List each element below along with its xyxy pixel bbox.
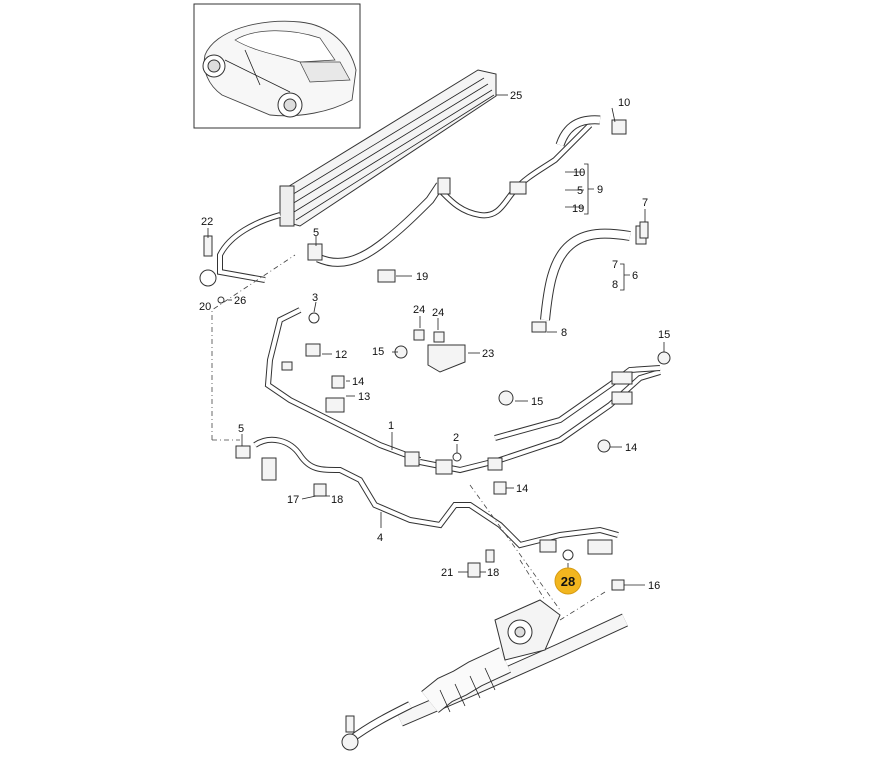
callout-14-top: 14 — [352, 376, 364, 388]
hardware — [199, 119, 671, 591]
main-lines — [253, 307, 661, 555]
callout-3: 3 — [312, 292, 318, 304]
cooler-hoses — [217, 115, 601, 283]
callout-15-left: 15 — [372, 346, 384, 358]
callout-4: 4 — [377, 532, 383, 544]
callout-24-left: 24 — [413, 304, 425, 316]
callout-labels: 25 10 10 5 19 9 7 7 8 6 8 22 5 19 20 26 … — [199, 90, 670, 592]
callout-5-bottom: 5 — [238, 423, 244, 435]
callout-10-top: 10 — [618, 97, 630, 109]
callout-20: 20 — [199, 301, 211, 313]
callout-22: 22 — [201, 216, 213, 228]
reference-lines — [211, 254, 606, 621]
leader-lines — [207, 94, 665, 586]
steering-rack — [341, 599, 628, 751]
callout-17: 17 — [287, 494, 299, 506]
callout-28: 28 — [561, 574, 575, 589]
callout-18-bottom: 18 — [487, 567, 499, 579]
callout-16: 16 — [648, 580, 660, 592]
callout-15-right: 15 — [658, 329, 670, 341]
callout-19: 19 — [416, 271, 428, 283]
callout-5-left: 5 — [313, 227, 319, 239]
callout-18-left: 18 — [331, 494, 343, 506]
callout-26: 26 — [234, 295, 246, 307]
hose-6 — [531, 225, 647, 333]
callout-7-group: 7 — [612, 259, 618, 271]
callout-24-right: 24 — [432, 307, 444, 319]
callout-9: 9 — [597, 184, 603, 196]
oil-cooler — [279, 69, 497, 227]
highlight-badge — [554, 567, 582, 595]
callout-19-group: 19 — [572, 203, 584, 215]
callout-5-group: 5 — [577, 185, 583, 197]
callout-8: 8 — [561, 327, 567, 339]
callout-28-highlight[interactable]: 28 — [554, 567, 582, 595]
callout-13: 13 — [358, 391, 370, 403]
callout-7-top: 7 — [642, 197, 648, 209]
callout-8-group: 8 — [612, 279, 618, 291]
callout-21: 21 — [441, 567, 453, 579]
callout-14-right: 14 — [625, 442, 637, 454]
callout-1: 1 — [388, 420, 394, 432]
callout-2: 2 — [453, 432, 459, 444]
callout-14-mid: 14 — [516, 483, 528, 495]
callout-12: 12 — [335, 349, 347, 361]
callout-15-mid: 15 — [531, 396, 543, 408]
callout-25: 25 — [510, 90, 522, 102]
vehicle-thumbnail — [193, 3, 361, 129]
callout-23: 23 — [482, 348, 494, 360]
callout-10: 10 — [573, 167, 585, 179]
callout-6: 6 — [632, 270, 638, 282]
